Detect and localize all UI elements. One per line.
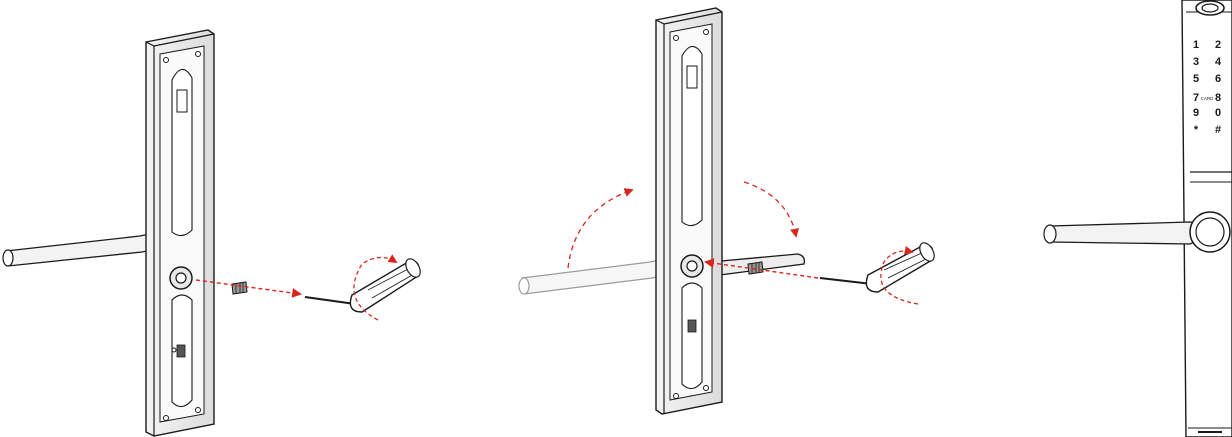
step-2-flip-handle bbox=[518, 7, 935, 415]
step-1-remove-handle-screw bbox=[2, 29, 421, 437]
flip-arrow-left bbox=[567, 188, 634, 269]
card-label: CARD bbox=[1201, 96, 1215, 101]
keypad-key-9: 9 bbox=[1193, 107, 1199, 119]
lever-handle-installed bbox=[1043, 211, 1231, 253]
keypad-key-0: 0 bbox=[1215, 107, 1221, 119]
removal-direction-arrow bbox=[195, 279, 302, 298]
lever-handle bbox=[2, 233, 153, 267]
grub-screw bbox=[231, 281, 248, 295]
screwdriver bbox=[304, 258, 421, 313]
keypad-key-star: * bbox=[1194, 124, 1199, 136]
rotate-arrow-2 bbox=[880, 245, 919, 305]
screwdriver-2 bbox=[819, 242, 935, 293]
keypad-key-4: 4 bbox=[1215, 56, 1222, 68]
escutcheon-plate-2 bbox=[655, 7, 723, 415]
keypad-key-6: 6 bbox=[1215, 73, 1221, 85]
keypad-key-7: 7 bbox=[1193, 92, 1199, 104]
escutcheon-plate bbox=[145, 29, 215, 437]
fingerprint-sensor bbox=[1195, 0, 1225, 16]
insert-direction-arrow bbox=[704, 258, 819, 279]
keypad-key-5: 5 bbox=[1193, 73, 1199, 85]
keypad-key-2: 2 bbox=[1215, 39, 1221, 51]
flip-arrow-right bbox=[743, 181, 800, 238]
keypad: 1 2 3 4 5 6 7 8 9 0 * # CARD bbox=[1193, 39, 1222, 136]
keypad-key-1: 1 bbox=[1193, 39, 1199, 51]
rotate-arrow bbox=[353, 254, 398, 321]
keypad-key-3: 3 bbox=[1193, 56, 1199, 68]
keypad-key-hash: # bbox=[1215, 124, 1221, 136]
grub-screw-2 bbox=[747, 261, 764, 275]
lever-handle-original-position bbox=[518, 259, 663, 295]
keypad-key-8: 8 bbox=[1215, 92, 1221, 104]
step-3-finished-lock: 1 2 3 4 5 6 7 8 9 0 * # CARD bbox=[1043, 0, 1232, 437]
